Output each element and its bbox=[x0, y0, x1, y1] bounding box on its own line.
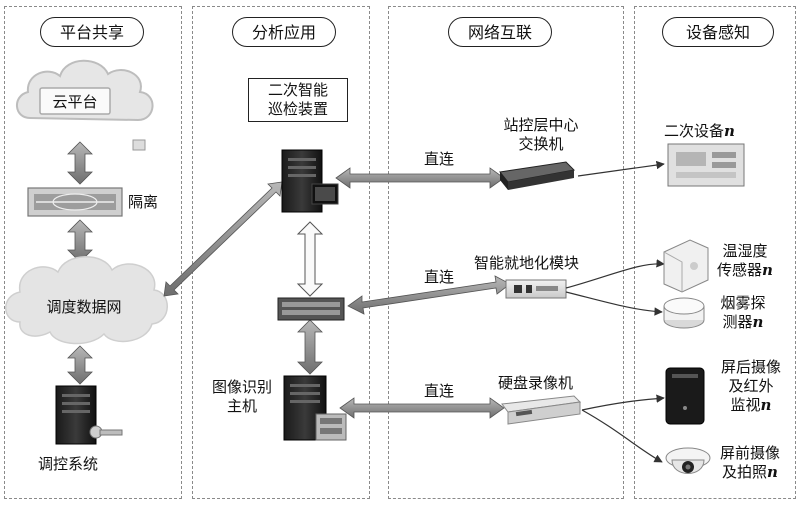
network-column bbox=[388, 6, 624, 499]
station-switch-label: 站控层中心 交换机 bbox=[486, 116, 596, 154]
arrow-network-system bbox=[67, 345, 93, 385]
arrow-cloud-isolation bbox=[67, 141, 93, 185]
nvr-icon bbox=[501, 395, 582, 425]
station-switch-line1: 站控层中心 bbox=[503, 116, 579, 134]
cloud-status-icon bbox=[132, 139, 146, 151]
line-module-smoke bbox=[565, 291, 663, 316]
dispatch-system-label: 调控系统 bbox=[38, 455, 99, 473]
rear-cam-line1: 屏后摄像 bbox=[720, 358, 781, 376]
isolation-label: 隔离 bbox=[128, 193, 159, 211]
image-host-label: 图像识别 主机 bbox=[202, 378, 282, 416]
hub-switch-icon bbox=[277, 297, 345, 321]
line-switch-secondary bbox=[577, 160, 665, 177]
image-host-line2: 主机 bbox=[226, 397, 257, 415]
rear-cam-line2: 及红外 bbox=[728, 377, 774, 395]
line-nvr-rear bbox=[581, 394, 665, 411]
inspection-device-server-icon bbox=[281, 149, 339, 213]
secondary-device-text: 二次设备 bbox=[664, 122, 725, 140]
station-switch-line2: 交换机 bbox=[518, 135, 564, 153]
front-camera-icon bbox=[665, 447, 711, 474]
line-nvr-front bbox=[581, 409, 663, 463]
dispatch-network-label: 调度数据网 bbox=[46, 298, 122, 316]
dispatch-system-server-icon bbox=[55, 385, 123, 445]
th-sensor-line1: 温湿度 bbox=[722, 242, 768, 260]
smart-module-icon bbox=[505, 279, 567, 299]
platform-column bbox=[4, 6, 182, 499]
line-module-th bbox=[565, 259, 665, 289]
analysis-column bbox=[192, 6, 370, 499]
isolation-device-icon bbox=[27, 187, 123, 217]
arrow-host-nvr bbox=[339, 397, 505, 419]
analysis-column-title: 分析应用 bbox=[232, 17, 336, 47]
arrow-inspection-switch bbox=[335, 167, 505, 189]
dispatch-network-cloud-icon bbox=[5, 256, 168, 345]
direct-link-label-2: 直连 bbox=[424, 268, 455, 286]
smoke-detector-icon bbox=[663, 297, 705, 329]
smoke-n: n bbox=[752, 313, 764, 331]
platform-column-title: 平台共享 bbox=[40, 17, 144, 47]
secondary-device-label: 二次设备n bbox=[664, 122, 735, 141]
arrow-inspection-hub bbox=[296, 221, 324, 297]
th-sensor-line2: 传感器 bbox=[717, 261, 763, 279]
device-column-title: 设备感知 bbox=[662, 17, 774, 47]
image-host-server-icon bbox=[283, 375, 347, 441]
device-column bbox=[634, 6, 796, 499]
direct-link-label-1: 直连 bbox=[424, 150, 455, 168]
inspection-device-label: 二次智能 巡检装置 bbox=[248, 78, 348, 122]
front-cam-line1: 屏前摄像 bbox=[719, 444, 780, 462]
rear-cam-line3: 监视 bbox=[730, 396, 761, 414]
front-cam-n: n bbox=[767, 463, 778, 481]
smoke-line1: 烟雾探 bbox=[720, 294, 766, 312]
smart-module-label: 智能就地化模块 bbox=[474, 254, 580, 272]
direct-link-label-3: 直连 bbox=[424, 382, 455, 400]
image-host-line1: 图像识别 bbox=[211, 378, 272, 396]
secondary-device-n: n bbox=[724, 122, 735, 140]
rear-camera-icon bbox=[665, 367, 705, 425]
arrow-network-inspection bbox=[163, 181, 283, 297]
th-sensor-label: 温湿度 传感器n bbox=[710, 242, 780, 280]
th-sensor-n: n bbox=[762, 261, 773, 279]
cloud-platform-label: 云平台 bbox=[52, 93, 98, 111]
arrow-isolation-network bbox=[67, 219, 93, 263]
network-column-title: 网络互联 bbox=[448, 17, 552, 47]
smoke-detector-label: 烟雾探 测器n bbox=[710, 294, 776, 332]
station-switch-icon bbox=[499, 161, 576, 190]
front-cam-line2: 及拍照 bbox=[722, 463, 768, 481]
th-sensor-icon bbox=[663, 239, 709, 293]
secondary-device-icon bbox=[667, 143, 745, 187]
inspection-line1: 二次智能 bbox=[267, 81, 328, 99]
cloud-platform-icon bbox=[16, 59, 154, 122]
inspection-line2: 巡检装置 bbox=[267, 100, 328, 118]
nvr-label: 硬盘录像机 bbox=[498, 374, 574, 392]
rear-camera-label: 屏后摄像 及红外 监视n bbox=[712, 358, 790, 415]
arrow-hub-host bbox=[297, 319, 323, 375]
front-camera-label: 屏前摄像 及拍照n bbox=[710, 444, 790, 482]
rear-cam-n: n bbox=[760, 396, 772, 414]
smoke-line2: 测器 bbox=[722, 313, 753, 331]
